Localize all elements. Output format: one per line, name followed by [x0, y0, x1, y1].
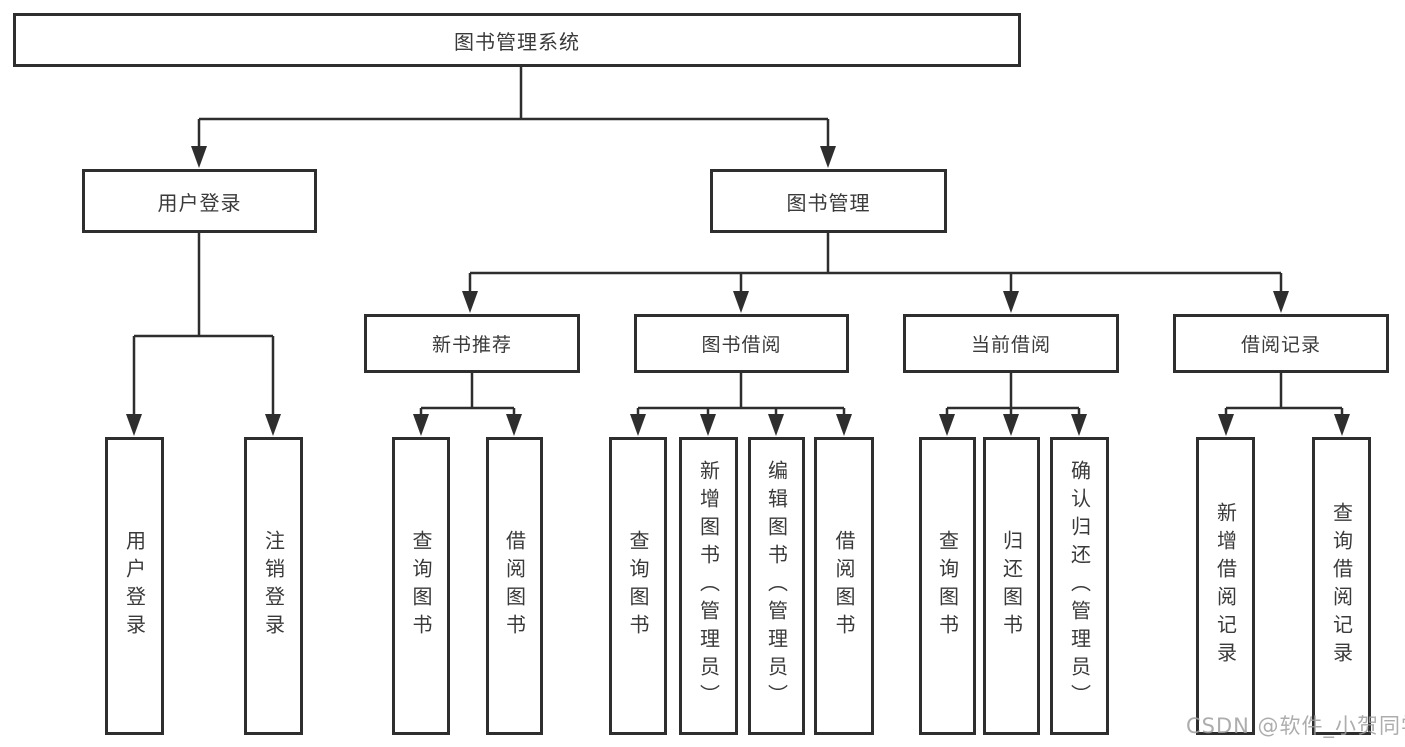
node-label: 新书推荐 — [431, 334, 512, 356]
leaf-label: 借阅图书 — [832, 530, 856, 642]
leaf-confirm-return-admin: 确认归还（管理员） — [1050, 437, 1109, 735]
node-book-borrow: 图书借阅 — [634, 314, 849, 373]
node-label: 图书管理系统 — [454, 29, 580, 54]
leaf-label: 借阅图书 — [502, 530, 527, 642]
leaf-label: 新增借阅记录 — [1213, 502, 1238, 670]
leaf-edit-book-admin: 编辑图书（管理员） — [748, 437, 805, 735]
leaf-label: 查询借阅记录 — [1329, 502, 1354, 670]
csdn-watermark: CSDN @软件_小贺同学 — [1186, 714, 1405, 738]
node-user-login: 用户登录 — [82, 169, 317, 233]
leaf-query-books-borrow: 查询图书 — [609, 437, 667, 735]
node-borrow-records: 借阅记录 — [1173, 314, 1389, 373]
node-label: 当前借阅 — [970, 334, 1051, 356]
leaf-label: 新增图书（管理员） — [696, 460, 721, 712]
leaf-label: 归还图书 — [999, 530, 1024, 642]
leaf-label: 查询图书 — [409, 530, 433, 642]
leaf-label: 注销登录 — [261, 530, 286, 642]
leaf-query-books-current: 查询图书 — [919, 437, 976, 735]
leaf-user-login: 用户登录 — [105, 437, 164, 735]
node-label: 图书借阅 — [701, 334, 782, 356]
leaf-add-book-admin: 新增图书（管理员） — [679, 437, 738, 735]
leaf-label: 查询图书 — [935, 530, 960, 642]
node-new-book-recommend: 新书推荐 — [364, 314, 580, 373]
leaf-query-books-recommend: 查询图书 — [392, 437, 450, 735]
leaf-logout: 注销登录 — [244, 437, 303, 735]
leaf-query-borrow-record: 查询借阅记录 — [1312, 437, 1371, 735]
leaf-label: 确认归还（管理员） — [1067, 460, 1092, 712]
leaf-label: 查询图书 — [626, 530, 650, 642]
leaf-add-borrow-record: 新增借阅记录 — [1196, 437, 1255, 735]
node-label: 用户登录 — [157, 190, 242, 215]
leaf-label: 用户登录 — [122, 530, 147, 642]
node-book-management: 图书管理 — [710, 169, 947, 233]
node-label: 图书管理 — [786, 190, 871, 215]
leaf-borrow-books-recommend: 借阅图书 — [486, 437, 543, 735]
node-library-management-system: 图书管理系统 — [13, 13, 1021, 67]
node-label: 借阅记录 — [1240, 334, 1321, 356]
node-current-borrow: 当前借阅 — [903, 314, 1119, 373]
leaf-return-book: 归还图书 — [983, 437, 1040, 735]
leaf-borrow-books: 借阅图书 — [814, 437, 874, 735]
leaf-label: 编辑图书（管理员） — [764, 460, 789, 712]
